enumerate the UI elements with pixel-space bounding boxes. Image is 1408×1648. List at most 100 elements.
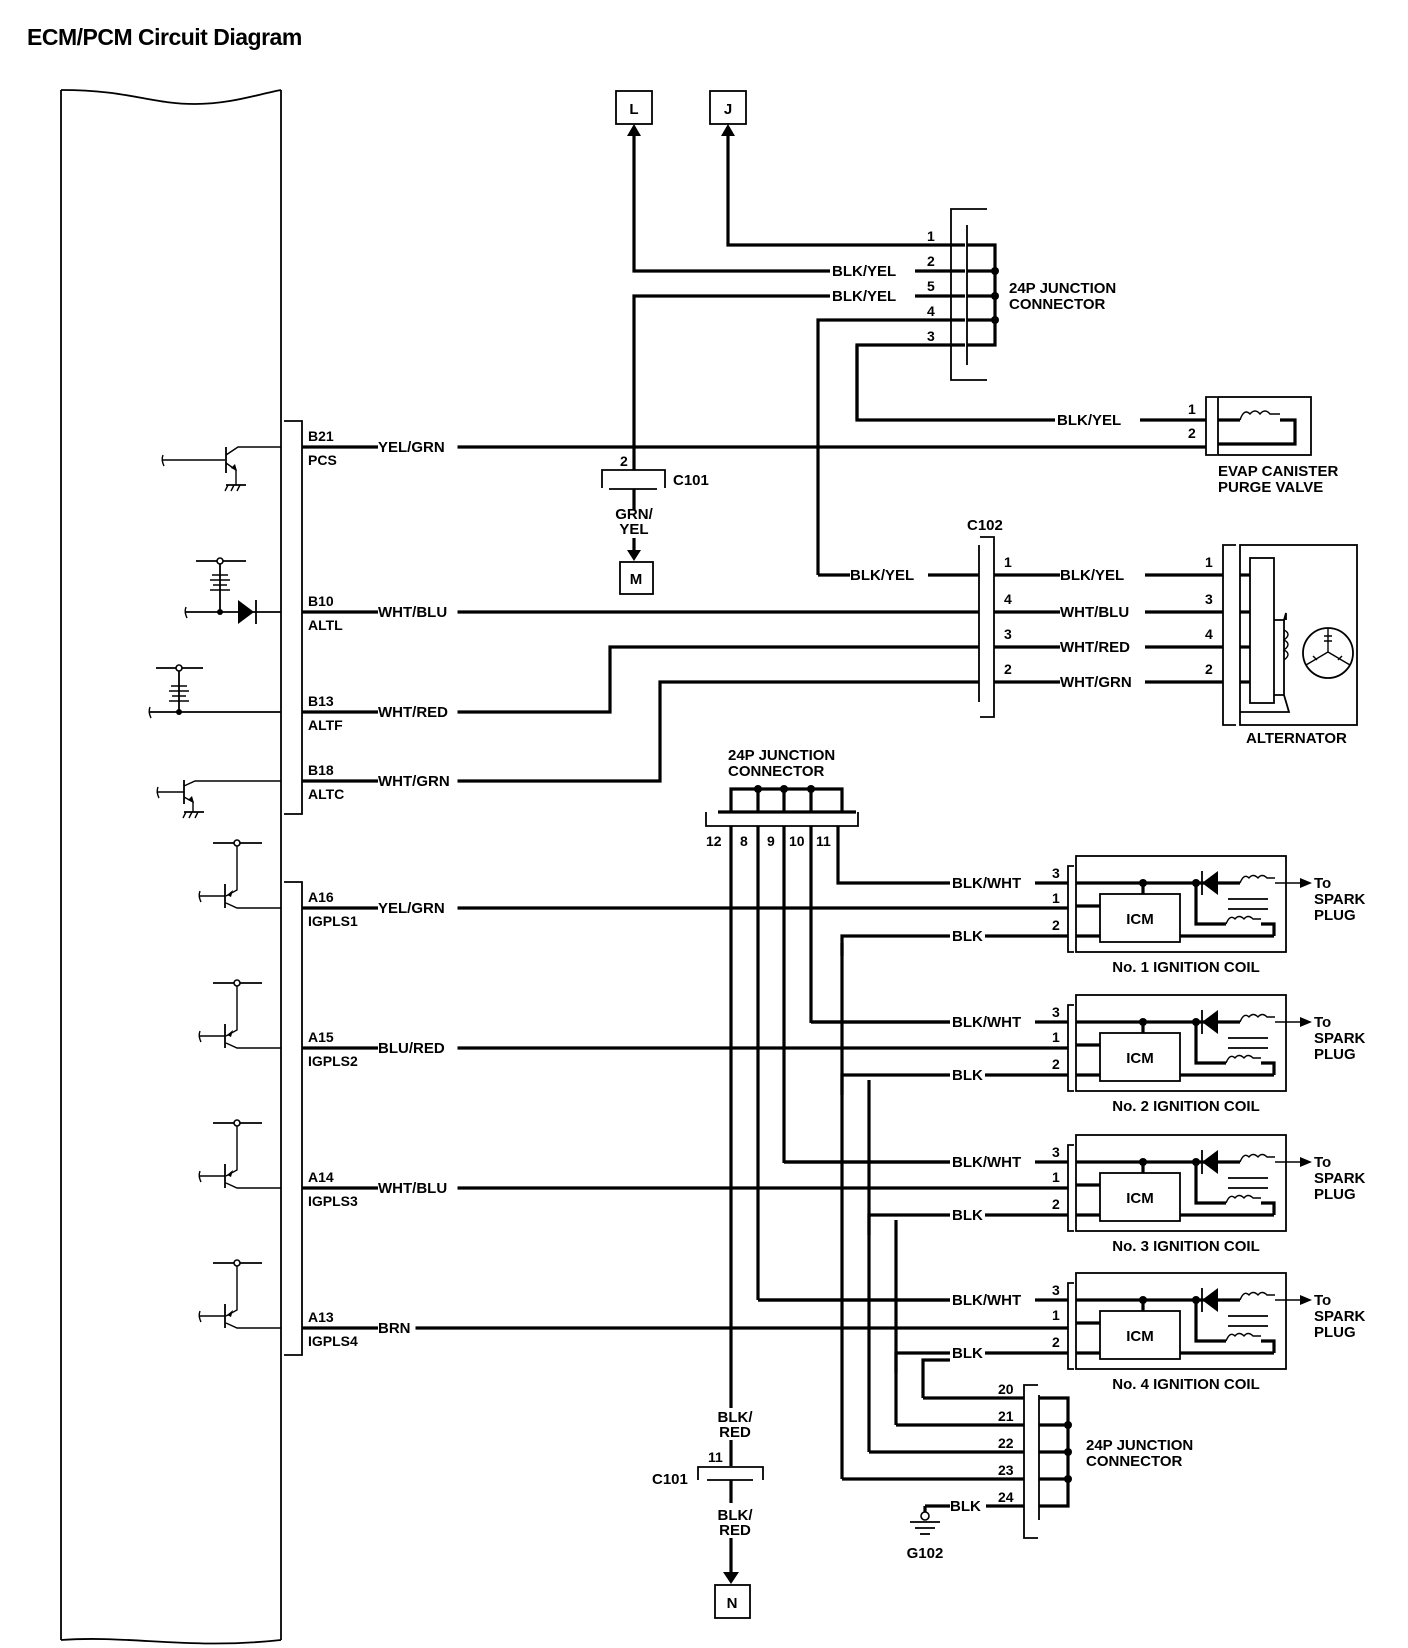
label: C101 <box>652 1471 688 1488</box>
igpls2-driver-transistor <box>198 979 281 1049</box>
label: 3 <box>1052 1144 1060 1160</box>
coil-label: No. 3 IGNITION COIL <box>1112 1238 1260 1255</box>
label: BLK/ <box>718 1507 754 1524</box>
label: 11 <box>816 833 831 849</box>
evap-canister-purge-valve[interactable]: 1 2 EVAP CANISTER PURGE VALVE <box>1188 396 1338 496</box>
label: 3 <box>1052 865 1060 881</box>
pin-number: B13 <box>308 693 334 709</box>
pin-number: B21 <box>308 428 334 444</box>
label: 1 <box>1052 1029 1060 1045</box>
label: 1 <box>1188 401 1196 417</box>
label: 1 <box>927 228 935 244</box>
reference-N[interactable]: N <box>714 1584 751 1619</box>
label: 20 <box>998 1381 1014 1397</box>
label: 2 <box>620 453 628 469</box>
wire-label: BLK/YEL <box>832 263 896 280</box>
connector-c101-bottom: BLK/ RED 11 C101 BLK/ RED <box>652 1409 764 1584</box>
page-title: ECM/PCM Circuit Diagram <box>27 24 302 50</box>
label: PURGE VALVE <box>1218 479 1323 496</box>
wire-label: BLK <box>952 928 983 945</box>
wire-label: BLK/WHT <box>952 1154 1021 1171</box>
wire-label: WHT/GRN <box>378 773 450 790</box>
igpls1-driver-transistor <box>198 839 281 909</box>
reference-J[interactable]: J <box>709 90 747 125</box>
wire-label: BLK/YEL <box>850 567 914 584</box>
junction-connector-mid: 24P JUNCTION CONNECTOR 12 8 9 10 11 <box>705 747 859 849</box>
reference-M[interactable]: M <box>619 561 654 595</box>
wire-label: WHT/RED <box>1060 639 1130 656</box>
wire-label: BLK <box>952 1067 983 1084</box>
label: N <box>727 1595 738 1612</box>
arrow-right-icon <box>1300 1017 1312 1027</box>
arrow-up-icon <box>627 124 641 136</box>
label: YEL <box>619 521 648 538</box>
label: 11 <box>708 1449 723 1465</box>
wire-label: BLK/WHT <box>952 1014 1021 1031</box>
icm-label: ICM <box>1126 911 1154 928</box>
label: 24P JUNCTION <box>1009 280 1116 297</box>
label: J <box>724 101 732 118</box>
label: 23 <box>998 1462 1014 1478</box>
label: 9 <box>767 833 775 849</box>
arrow-down-icon <box>723 1572 739 1584</box>
label: SPARK <box>1314 1308 1366 1325</box>
diode-icon <box>1202 871 1218 895</box>
wire-label: WHT/BLU <box>378 604 447 621</box>
ecm-connector-b-bracket <box>284 420 303 815</box>
label: PLUG <box>1314 907 1356 924</box>
label: CONNECTOR <box>1086 1453 1183 1470</box>
arrow-right-icon <box>1300 1295 1312 1305</box>
wire-label: BLK/WHT <box>952 875 1021 892</box>
wire-label: BLU/RED <box>378 1040 445 1057</box>
pin-name: IGPLS4 <box>308 1333 358 1349</box>
ecm-pcm-module <box>60 89 282 1645</box>
wire-label: WHT/BLU <box>378 1180 447 1197</box>
label: GRN/ <box>615 506 653 523</box>
pin-number: B10 <box>308 593 334 609</box>
pin-name: IGPLS3 <box>308 1193 358 1209</box>
igpls3-driver-transistor <box>198 1119 281 1189</box>
pin-name: IGPLS2 <box>308 1053 358 1069</box>
alternator[interactable]: ALTERNATOR <box>1222 544 1358 747</box>
wire-label: BLK/YEL <box>1057 412 1121 429</box>
label: 1 <box>1052 890 1060 906</box>
wire-label: BLK/WHT <box>952 1292 1021 1309</box>
label: RED <box>719 1424 751 1441</box>
wire-label: BLK/YEL <box>832 288 896 305</box>
label: 5 <box>927 278 935 294</box>
label: 24P JUNCTION <box>728 747 835 764</box>
igpls4-driver-transistor <box>198 1259 281 1329</box>
label: SPARK <box>1314 891 1366 908</box>
coil-label: No. 2 IGNITION COIL <box>1112 1098 1260 1115</box>
label: 24 <box>998 1489 1014 1505</box>
altl-input-circuit <box>184 557 281 624</box>
label: 3 <box>1205 591 1213 607</box>
ecm-connector-a-bracket <box>284 881 303 1356</box>
reference-L[interactable]: L <box>615 90 653 125</box>
label: BLK <box>950 1498 981 1515</box>
label: 2 <box>1188 425 1196 441</box>
arrow-up-icon <box>721 124 735 136</box>
label: 4 <box>1205 626 1213 642</box>
label: PLUG <box>1314 1324 1356 1341</box>
diode-icon <box>1202 1010 1218 1034</box>
coil-label: No. 1 IGNITION COIL <box>1112 959 1260 976</box>
pin-name: PCS <box>308 452 337 468</box>
wire-label: BRN <box>378 1320 411 1337</box>
label: 21 <box>998 1408 1014 1424</box>
label: 2 <box>1052 1056 1060 1072</box>
wire-label: BLK <box>952 1207 983 1224</box>
wire-label: YEL/GRN <box>378 439 445 456</box>
label: M <box>630 571 643 588</box>
connector-c102: C102 <box>967 517 1003 718</box>
